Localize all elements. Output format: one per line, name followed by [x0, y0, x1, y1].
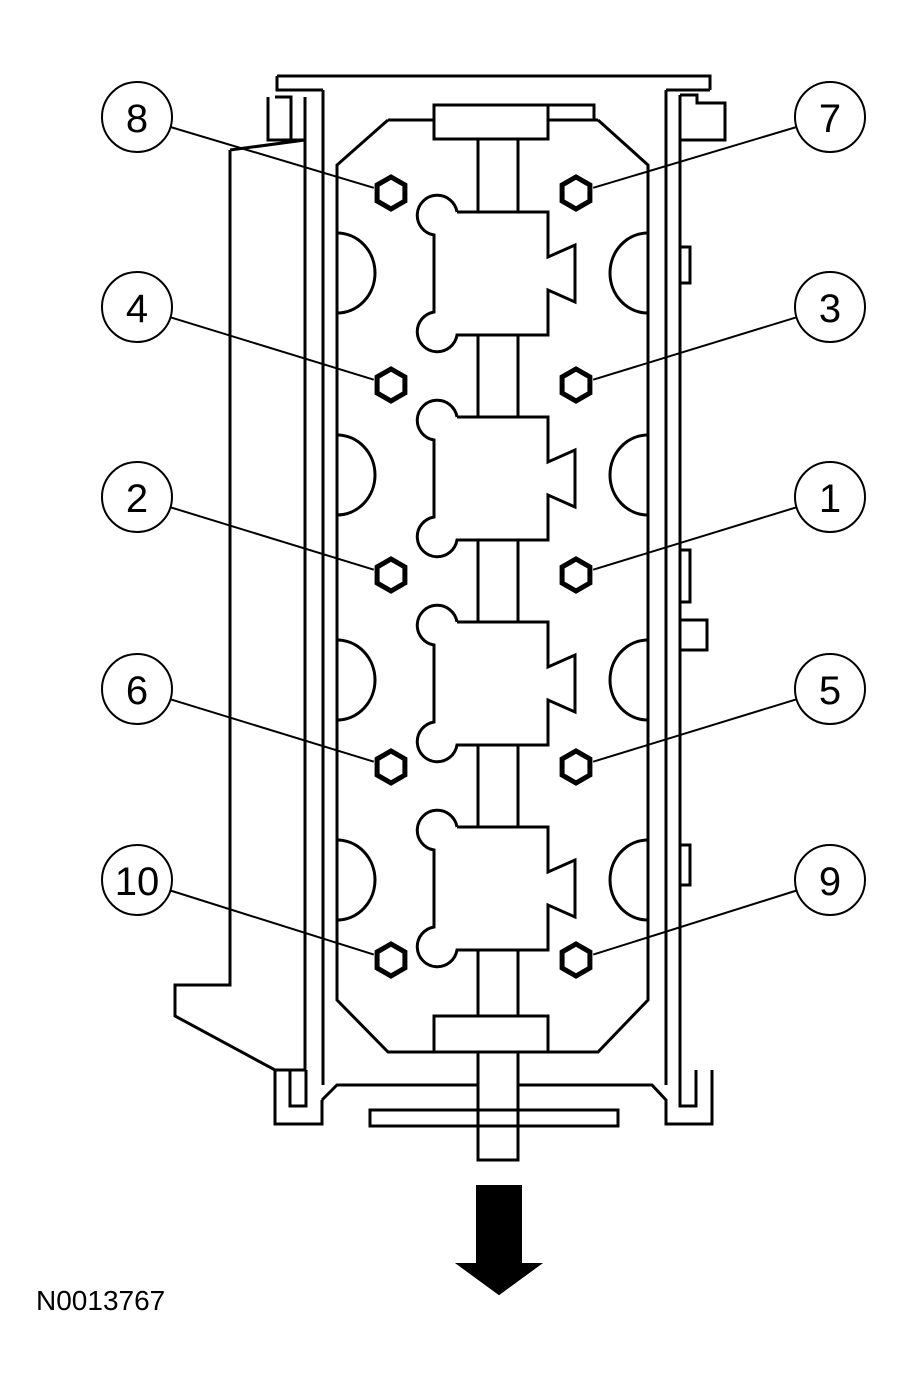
callout-circle: [101, 844, 173, 916]
leader-line-4: [170, 316, 375, 381]
callout-6: 6: [101, 653, 173, 725]
callout-circle: [794, 653, 866, 725]
leader-line-10: [170, 889, 375, 956]
callout-number: 4: [126, 287, 148, 331]
bearing-cap-1: [415, 193, 577, 354]
callout-5: 5: [794, 653, 866, 725]
left-boss-1: [336, 231, 377, 315]
callout-number: 6: [126, 669, 148, 713]
bolt-4: [374, 366, 408, 404]
callout-1: 1: [794, 461, 866, 533]
right-boss-1: [608, 231, 649, 315]
leader-lines: [170, 126, 797, 956]
callout-number: 9: [819, 860, 841, 904]
callout-circle: [794, 844, 866, 916]
leader-line-9: [592, 889, 797, 956]
bolt-9: [559, 941, 593, 979]
valve-cover-gasket-outline: [335, 103, 650, 1054]
leader-line-6: [170, 698, 375, 763]
bolt-10: [374, 941, 408, 979]
right-boss-4: [608, 838, 649, 922]
cylinder-head-outline: [173, 74, 727, 1128]
bolt-6: [374, 748, 408, 786]
callout-number: 10: [115, 860, 160, 904]
bolt-5: [559, 748, 593, 786]
callout-number: 2: [126, 477, 148, 521]
leader-line-1: [592, 506, 797, 571]
down-arrow-icon: [454, 1185, 544, 1296]
callout-circle: [794, 461, 866, 533]
callouts: 8 7 4 3 2 1 6 5 10 9: [101, 81, 866, 916]
left-boss-3: [336, 638, 377, 722]
cam-bearing-caps: [415, 193, 577, 969]
callout-9: 9: [794, 844, 866, 916]
callout-circle: [794, 271, 866, 343]
callout-circle: [101, 461, 173, 533]
callout-number: 8: [126, 97, 148, 141]
callout-number: 5: [819, 669, 841, 713]
bolt-2: [374, 556, 408, 594]
callout-8: 8: [101, 81, 173, 153]
callout-7: 7: [794, 81, 866, 153]
callout-number: 7: [819, 97, 841, 141]
right-boss-3: [608, 638, 649, 722]
camshaft: [476, 139, 520, 1162]
callout-2: 2: [101, 461, 173, 533]
left-boss-2: [336, 433, 377, 517]
callout-4: 4: [101, 271, 173, 343]
leader-line-5: [592, 698, 797, 763]
leader-line-3: [592, 316, 797, 381]
bearing-cap-2: [415, 398, 577, 559]
bolt-8: [374, 174, 408, 212]
callout-number: 3: [819, 287, 841, 331]
bearing-cap-4: [415, 808, 577, 969]
callout-circle: [101, 81, 173, 153]
callout-10: 10: [101, 844, 173, 916]
bolt-3: [559, 366, 593, 404]
bolt-1: [559, 556, 593, 594]
callout-circle: [101, 653, 173, 725]
bolt-7: [559, 174, 593, 212]
spark-plug-bosses: [336, 231, 649, 922]
bearing-cap-3: [415, 603, 577, 764]
head-bolts: [374, 174, 593, 979]
right-boss-2: [608, 433, 649, 517]
callout-number: 1: [819, 477, 841, 521]
leader-line-2: [170, 506, 375, 571]
leader-line-7: [592, 126, 797, 189]
figure-id: N0013767: [36, 1285, 165, 1316]
left-boss-4: [336, 838, 377, 922]
callout-circle: [794, 81, 866, 153]
callout-circle: [101, 271, 173, 343]
leader-line-8: [170, 126, 375, 189]
callout-3: 3: [794, 271, 866, 343]
